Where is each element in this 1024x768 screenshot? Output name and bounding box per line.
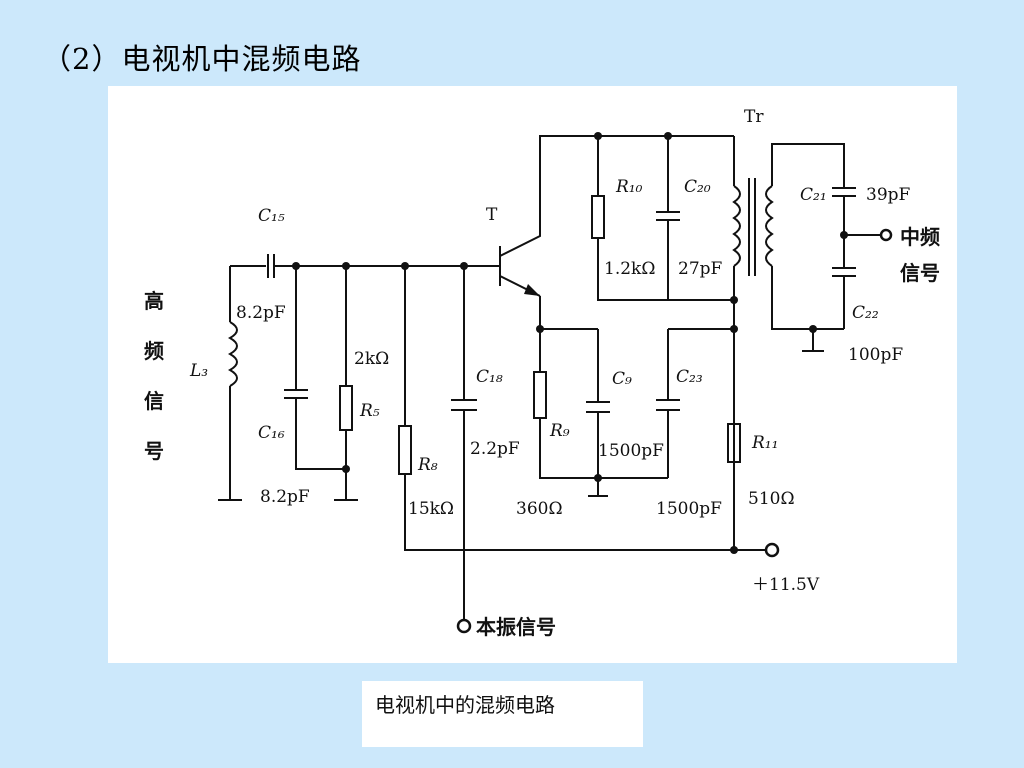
- resistor-R11: [727, 423, 741, 463]
- mixer-circuit-diagram: 高 频 信 号 L₃ C₁₅ 8.2pF C₁₆ 8.2pF 2kΩ R₅ R₈…: [144, 107, 940, 639]
- transistor-collector: [499, 135, 734, 257]
- R5-value: 2kΩ: [354, 349, 389, 369]
- input-label-char-1: 高: [144, 289, 164, 313]
- capacitor-C23: [656, 399, 680, 411]
- C23-label: C₂₃: [676, 367, 703, 387]
- capacitor-C22: [832, 267, 856, 277]
- figure-caption: 电视机中的混频电路: [362, 681, 643, 747]
- slide-title: （2）电视机中混频电路: [42, 42, 362, 76]
- input-label-char-2: 频: [144, 339, 164, 363]
- C21-value: 39pF: [866, 185, 911, 205]
- R8-value: 15kΩ: [408, 499, 454, 519]
- supply-terminal: [764, 542, 780, 558]
- transistor-emitter-arrow: [524, 284, 540, 296]
- C16-label: C₁₆: [258, 423, 285, 443]
- lo-terminal: [456, 618, 472, 634]
- R9-value: 360Ω: [516, 499, 563, 519]
- R11-label: R₁₁: [751, 433, 778, 453]
- input-label-char-3: 信: [144, 389, 164, 413]
- C21-label: C₂₁: [800, 185, 827, 205]
- C15-value: 8.2pF: [236, 303, 286, 323]
- R10-label: R₁₀: [615, 177, 643, 197]
- C18-value: 2.2pF: [470, 439, 520, 459]
- R9-label: R₉: [549, 421, 570, 441]
- capacitor-C21: [832, 187, 856, 197]
- C9-value: 1500pF: [598, 441, 664, 461]
- transformer-label: Tr: [744, 107, 764, 127]
- lo-label: 本振信号: [476, 615, 556, 639]
- output-label-line1: 中频: [900, 225, 940, 249]
- transformer-core: [748, 178, 756, 276]
- C20-value: 27pF: [678, 259, 723, 279]
- C9-label: C₉: [612, 369, 632, 389]
- resistor-R8: [398, 425, 412, 475]
- capacitor-C16: [284, 389, 308, 399]
- output-label-line2: 信号: [900, 261, 940, 285]
- transformer-primary: [732, 185, 741, 267]
- capacitor-C18: [451, 399, 477, 411]
- junction-dots: [292, 132, 848, 554]
- C15-label: C₁₅: [258, 206, 285, 226]
- output-terminal: [879, 228, 893, 242]
- C18-label: C₁₈: [476, 367, 503, 387]
- C22-value: 100pF: [848, 345, 903, 365]
- supply-label: ＋11.5V: [752, 575, 820, 595]
- resistor-R5: [339, 385, 353, 431]
- C20-label: C₂₀: [684, 177, 711, 197]
- transistor-label: T: [486, 205, 498, 225]
- capacitor-C20: [656, 211, 680, 221]
- L3-label: L₃: [189, 361, 208, 381]
- R11-value: 510Ω: [748, 489, 795, 509]
- capacitor-C9: [586, 401, 610, 413]
- transformer-secondary: [765, 185, 774, 267]
- resistor-R9: [533, 371, 547, 419]
- R5-label: R₅: [359, 401, 380, 421]
- input-label-char-4: 号: [144, 439, 164, 463]
- C23-value: 1500pF: [656, 499, 722, 519]
- capacitor-C15: [267, 254, 275, 278]
- inductor-L3: [227, 321, 238, 387]
- C16-value: 8.2pF: [260, 487, 310, 507]
- C22-label: C₂₂: [852, 303, 879, 323]
- R8-label: R₈: [417, 455, 438, 475]
- resistor-R10: [591, 195, 605, 239]
- R10-value: 1.2kΩ: [604, 259, 655, 279]
- circuit-figure: 高 频 信 号 L₃ C₁₅ 8.2pF C₁₆ 8.2pF 2kΩ R₅ R₈…: [108, 86, 957, 663]
